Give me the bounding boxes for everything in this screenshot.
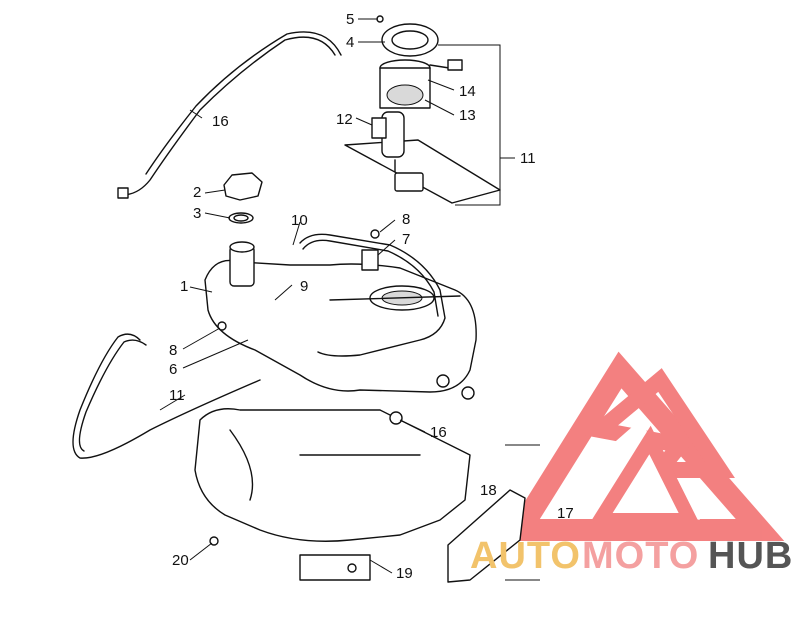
- callout-5: 5: [346, 11, 354, 28]
- callout-10: 10: [291, 212, 308, 229]
- callout-21: 20: [172, 552, 189, 569]
- callout-2: 2: [193, 184, 201, 201]
- watermark-auto: AUTO: [470, 535, 581, 577]
- fuel-hose: [72, 333, 261, 459]
- callout-17: 16: [430, 424, 447, 441]
- callout-1: 1: [180, 278, 188, 295]
- callout-3: 3: [193, 205, 201, 222]
- fuel-tank: [204, 241, 477, 393]
- watermark-text: AUTO MOTO HUB: [470, 535, 793, 577]
- watermark-logo: [500, 351, 785, 541]
- callout-9: 9: [300, 278, 308, 295]
- callout-16: 16: [212, 113, 229, 130]
- callout-13: 12: [336, 111, 353, 128]
- callout-8-top: 8: [402, 211, 410, 228]
- heat-shield: [447, 489, 526, 583]
- gas-cap: [223, 172, 263, 224]
- callout-15: 14: [459, 83, 476, 100]
- watermark-moto: MOTO: [582, 535, 699, 577]
- watermark-hub: HUB: [708, 535, 793, 577]
- callout-19: 18: [480, 482, 497, 499]
- callout-11: 11: [169, 387, 185, 404]
- callout-18: 17: [557, 505, 574, 522]
- callout-8-left: 8: [169, 342, 177, 359]
- callout-12: 11: [520, 150, 536, 167]
- vent-hose: [121, 36, 336, 196]
- callout-4: 4: [346, 34, 354, 51]
- callout-6: 6: [169, 361, 177, 378]
- fuel-pump-assembly: [344, 15, 501, 204]
- callout-14: 13: [459, 107, 476, 124]
- skid-plate: [194, 408, 471, 581]
- callout-7: 7: [402, 231, 410, 248]
- callout-20: 19: [396, 565, 413, 582]
